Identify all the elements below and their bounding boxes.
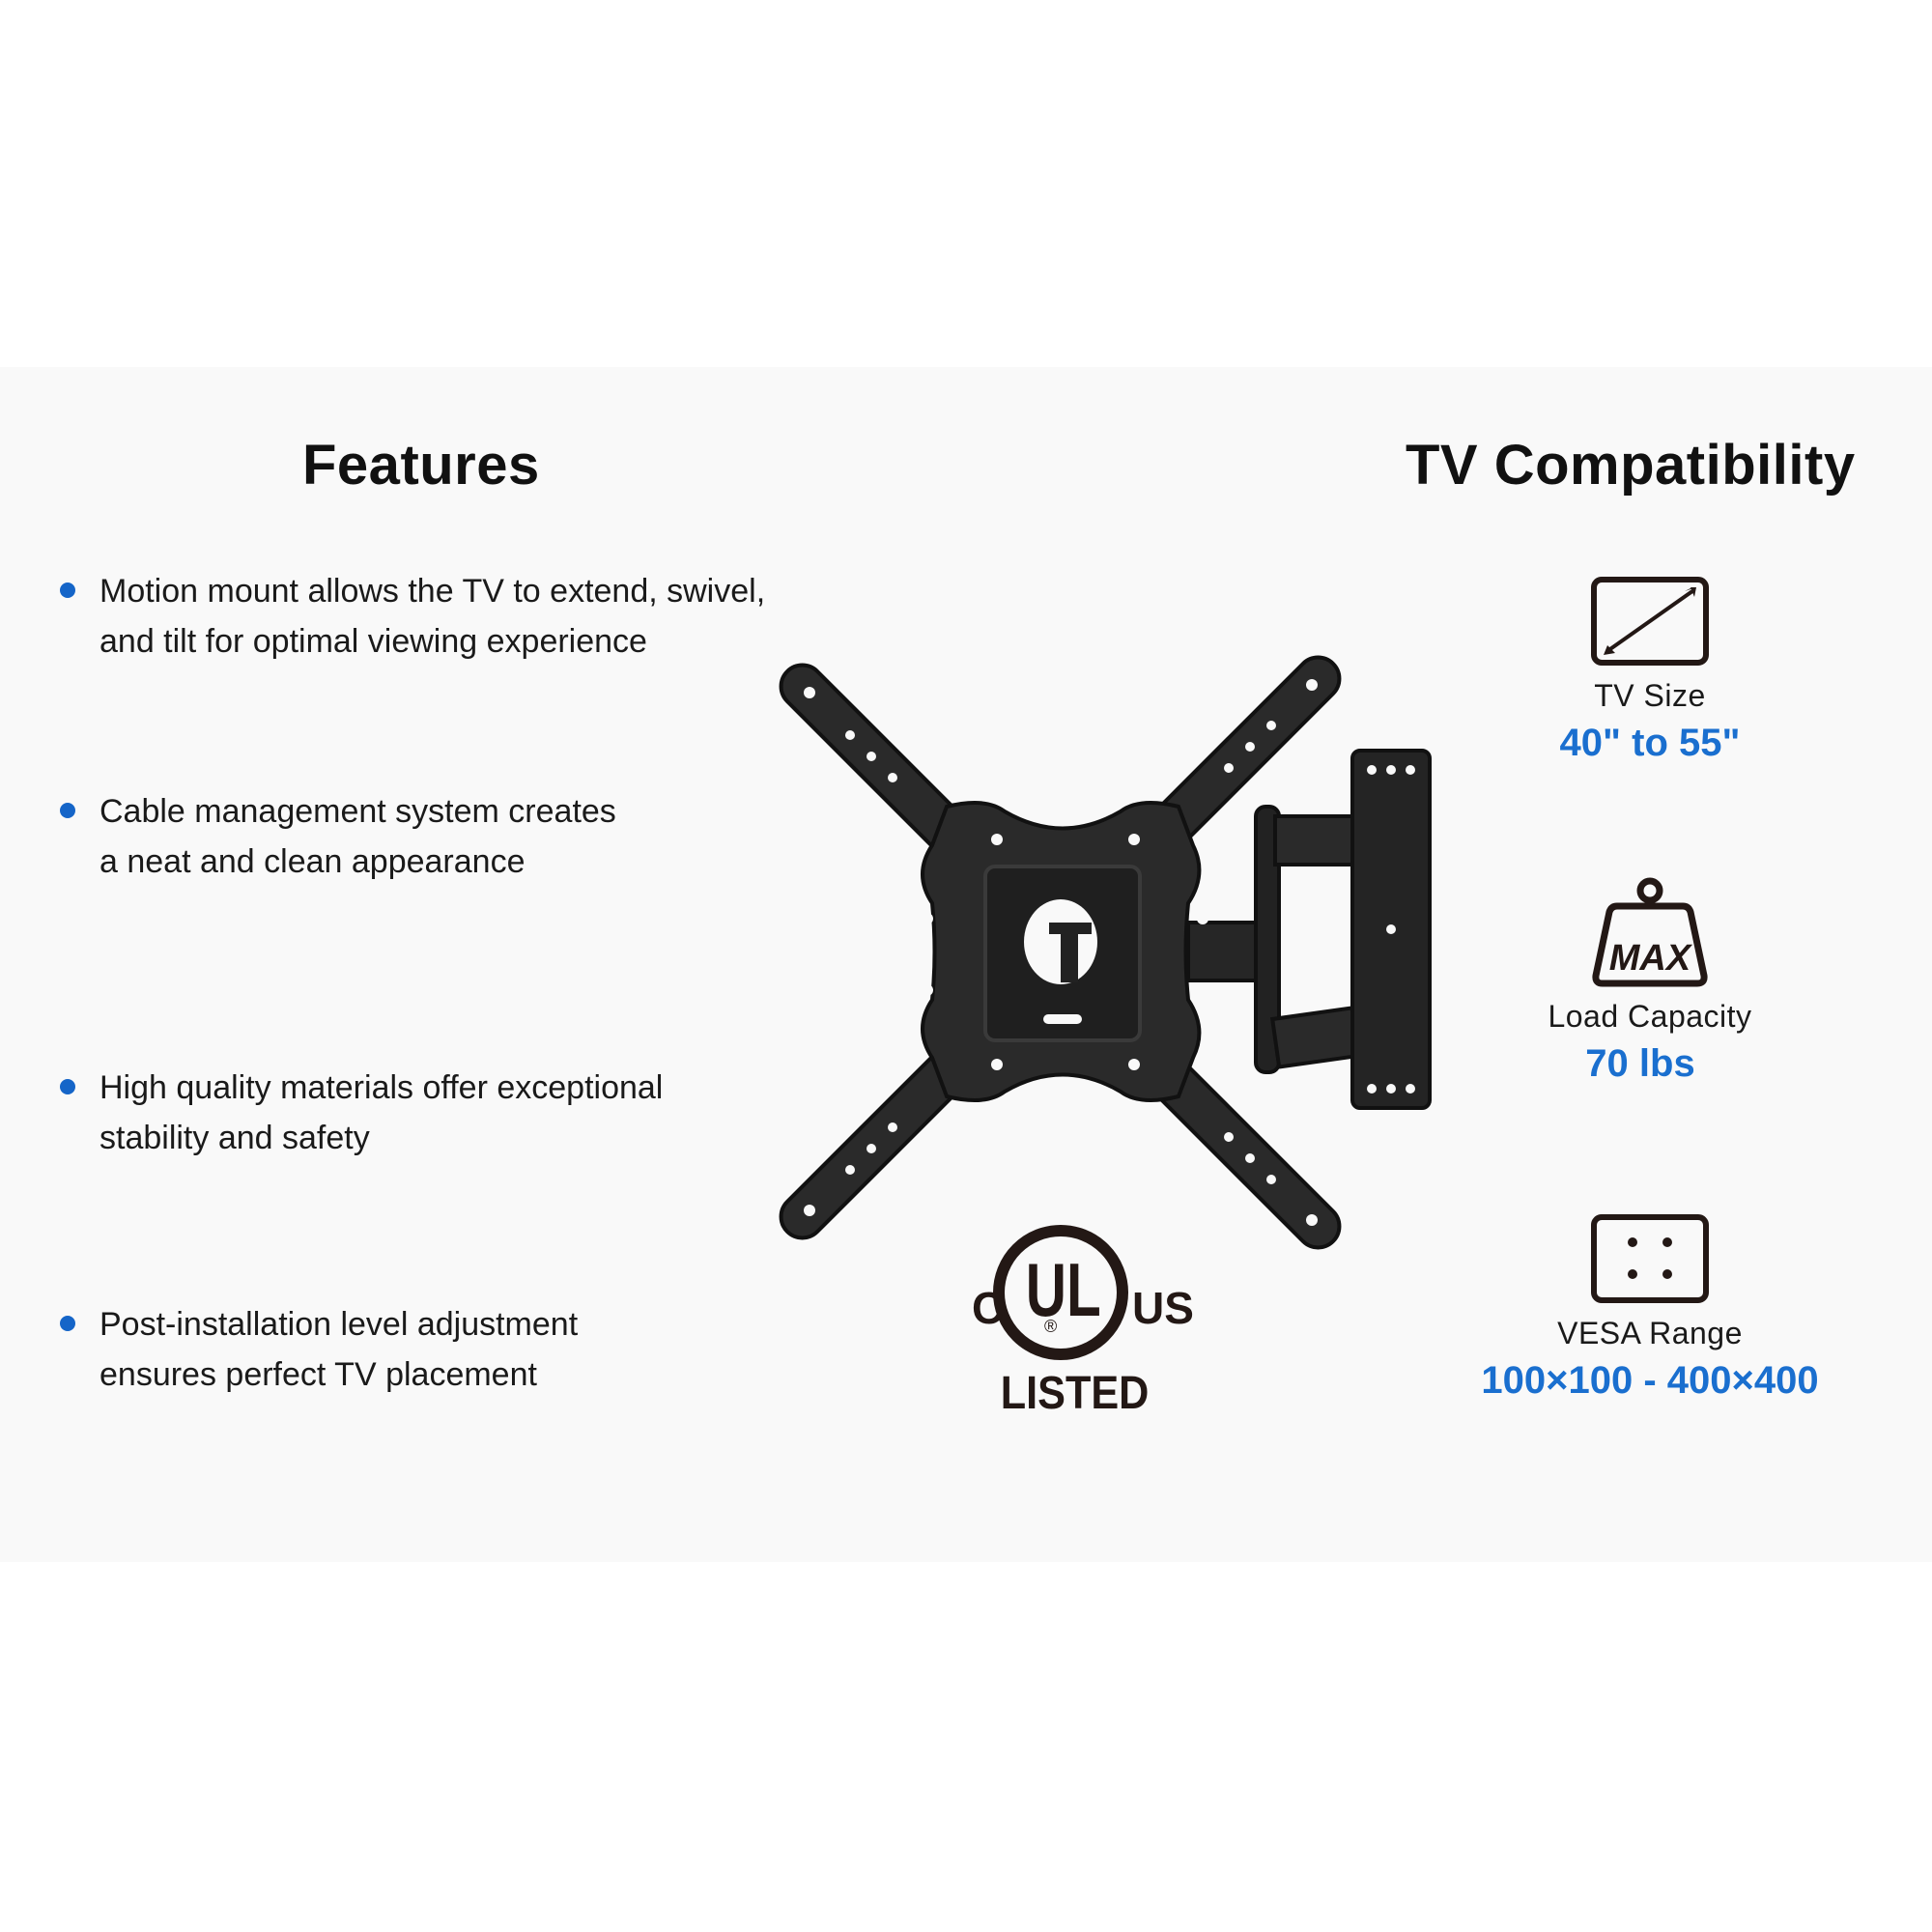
spec-label: TV Size (1594, 678, 1706, 713)
feature-item-level: Post-installation level adjustment ensur… (60, 1299, 578, 1400)
feature-line: and tilt for optimal viewing experience (99, 623, 647, 660)
spec-load-capacity: MAX Load Capacity 70 lbs (1457, 877, 1843, 1086)
bullet-dot-icon (60, 582, 75, 598)
bullet-dot-icon (60, 1316, 75, 1331)
bullet-dot-icon (60, 803, 75, 818)
ul-mark: UL (1026, 1248, 1101, 1332)
ul-us-mark: US (1132, 1283, 1194, 1333)
bullet-dot-icon (60, 1079, 75, 1094)
spec-label: VESA Range (1557, 1316, 1743, 1350)
vesa-holes-icon (1591, 1214, 1709, 1303)
ul-listed-certification-logo: C UL ® US LISTED (947, 1219, 1198, 1427)
feature-line: a neat and clean appearance (99, 843, 526, 880)
wall-mount-illustration-icon (779, 655, 1432, 1250)
feature-item-materials: High quality materials offer exceptional… (60, 1063, 663, 1163)
feature-line: ensures perfect TV placement (99, 1356, 537, 1393)
features-heading: Features (302, 434, 540, 497)
feature-item-cable: Cable management system creates a neat a… (60, 786, 616, 887)
ul-c-mark: C (972, 1283, 1004, 1333)
feature-line: stability and safety (99, 1120, 370, 1156)
spec-vesa-range: VESA Range 100×100 - 400×400 (1457, 1213, 1843, 1403)
feature-line: Cable management system creates (99, 793, 616, 830)
feature-line: High quality materials offer exceptional (99, 1069, 664, 1106)
max-weight-icon: MAX (1592, 877, 1708, 987)
spec-tv-size: TV Size 40" to 55" (1457, 576, 1843, 765)
tv-size-diagonal-icon (1591, 577, 1709, 666)
ul-circle-icon (993, 1225, 1128, 1360)
ul-listed-label: LISTED (1001, 1367, 1150, 1419)
feature-item-motion: Motion mount allows the TV to extend, sw… (60, 566, 765, 667)
tv-compatibility-heading: TV Compatibility (1406, 434, 1856, 497)
registered-mark: ® (1044, 1317, 1057, 1336)
spec-label: Load Capacity (1548, 999, 1752, 1034)
feature-line: Post-installation level adjustment (99, 1306, 579, 1343)
spec-value: 70 lbs (1585, 1042, 1695, 1085)
max-text: MAX (1609, 938, 1693, 979)
spec-value: 40" to 55" (1559, 722, 1741, 764)
tv-wall-mount-image (753, 642, 1449, 1285)
feature-line: Motion mount allows the TV to extend, sw… (99, 573, 766, 610)
spec-value: 100×100 - 400×400 (1481, 1359, 1819, 1402)
